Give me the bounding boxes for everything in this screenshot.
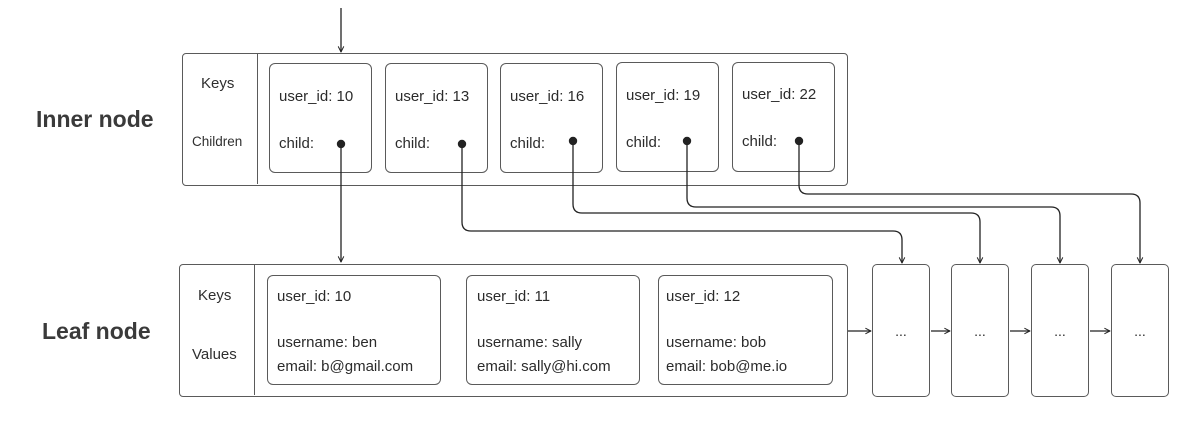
leaf-entry-username: username: bob	[666, 334, 767, 351]
inner-entry-card: user_id: 10 child:	[269, 63, 372, 173]
leaf-entry-username: username: sally	[477, 334, 583, 351]
sibling-leaf-box: ...	[1111, 264, 1169, 397]
inner-node-title: Inner node	[36, 106, 154, 132]
inner-entry-child: child:	[395, 135, 431, 152]
sibling-leaf-box: ...	[951, 264, 1009, 397]
leaf-entry-card: user_id: 12 username: bob email: bob@me.…	[658, 275, 833, 385]
inner-entry-card: user_id: 19 child:	[616, 62, 719, 172]
sibling-leaf-box: ...	[872, 264, 930, 397]
inner-entry-key: user_id: 16	[510, 88, 585, 105]
leaf-keys-label: Keys	[198, 287, 232, 304]
inner-entry-child: child:	[626, 134, 662, 151]
inner-children-label: Children	[192, 134, 243, 149]
inner-entry-card: user_id: 16 child:	[500, 63, 603, 173]
inner-entry-child: child:	[742, 133, 778, 150]
leaf-entry-card: user_id: 11 username: sally email: sally…	[466, 275, 640, 385]
leaf-entry-card: user_id: 10 username: ben email: b@gmail…	[267, 275, 441, 385]
leaf-node-title: Leaf node	[42, 318, 151, 344]
leaf-values-label: Values	[192, 346, 237, 363]
leaf-node-divider	[254, 265, 255, 395]
inner-entry-child: child:	[279, 135, 315, 152]
inner-entry-card: user_id: 13 child:	[385, 63, 488, 173]
leaf-entry-email: email: b@gmail.com	[277, 358, 414, 375]
leaf-entry-key: user_id: 11	[477, 288, 551, 305]
child-pointer-line	[798, 141, 1140, 263]
leaf-entry-email: email: sally@hi.com	[477, 358, 611, 375]
inner-entry-card: user_id: 22 child:	[732, 62, 835, 172]
leaf-entry-username: username: ben	[277, 334, 378, 351]
inner-keys-label: Keys	[201, 75, 235, 92]
leaf-entry-key: user_id: 12	[666, 288, 741, 305]
inner-entry-child: child:	[510, 135, 546, 152]
inner-entry-key: user_id: 10	[279, 88, 354, 105]
inner-entry-key: user_id: 22	[742, 86, 817, 103]
inner-entry-key: user_id: 19	[626, 87, 701, 104]
sibling-leaf-box: ...	[1031, 264, 1089, 397]
inner-entry-key: user_id: 13	[395, 88, 470, 105]
leaf-entry-key: user_id: 10	[277, 288, 352, 305]
leaf-entry-email: email: bob@me.io	[666, 358, 788, 375]
inner-node-divider	[257, 54, 258, 184]
